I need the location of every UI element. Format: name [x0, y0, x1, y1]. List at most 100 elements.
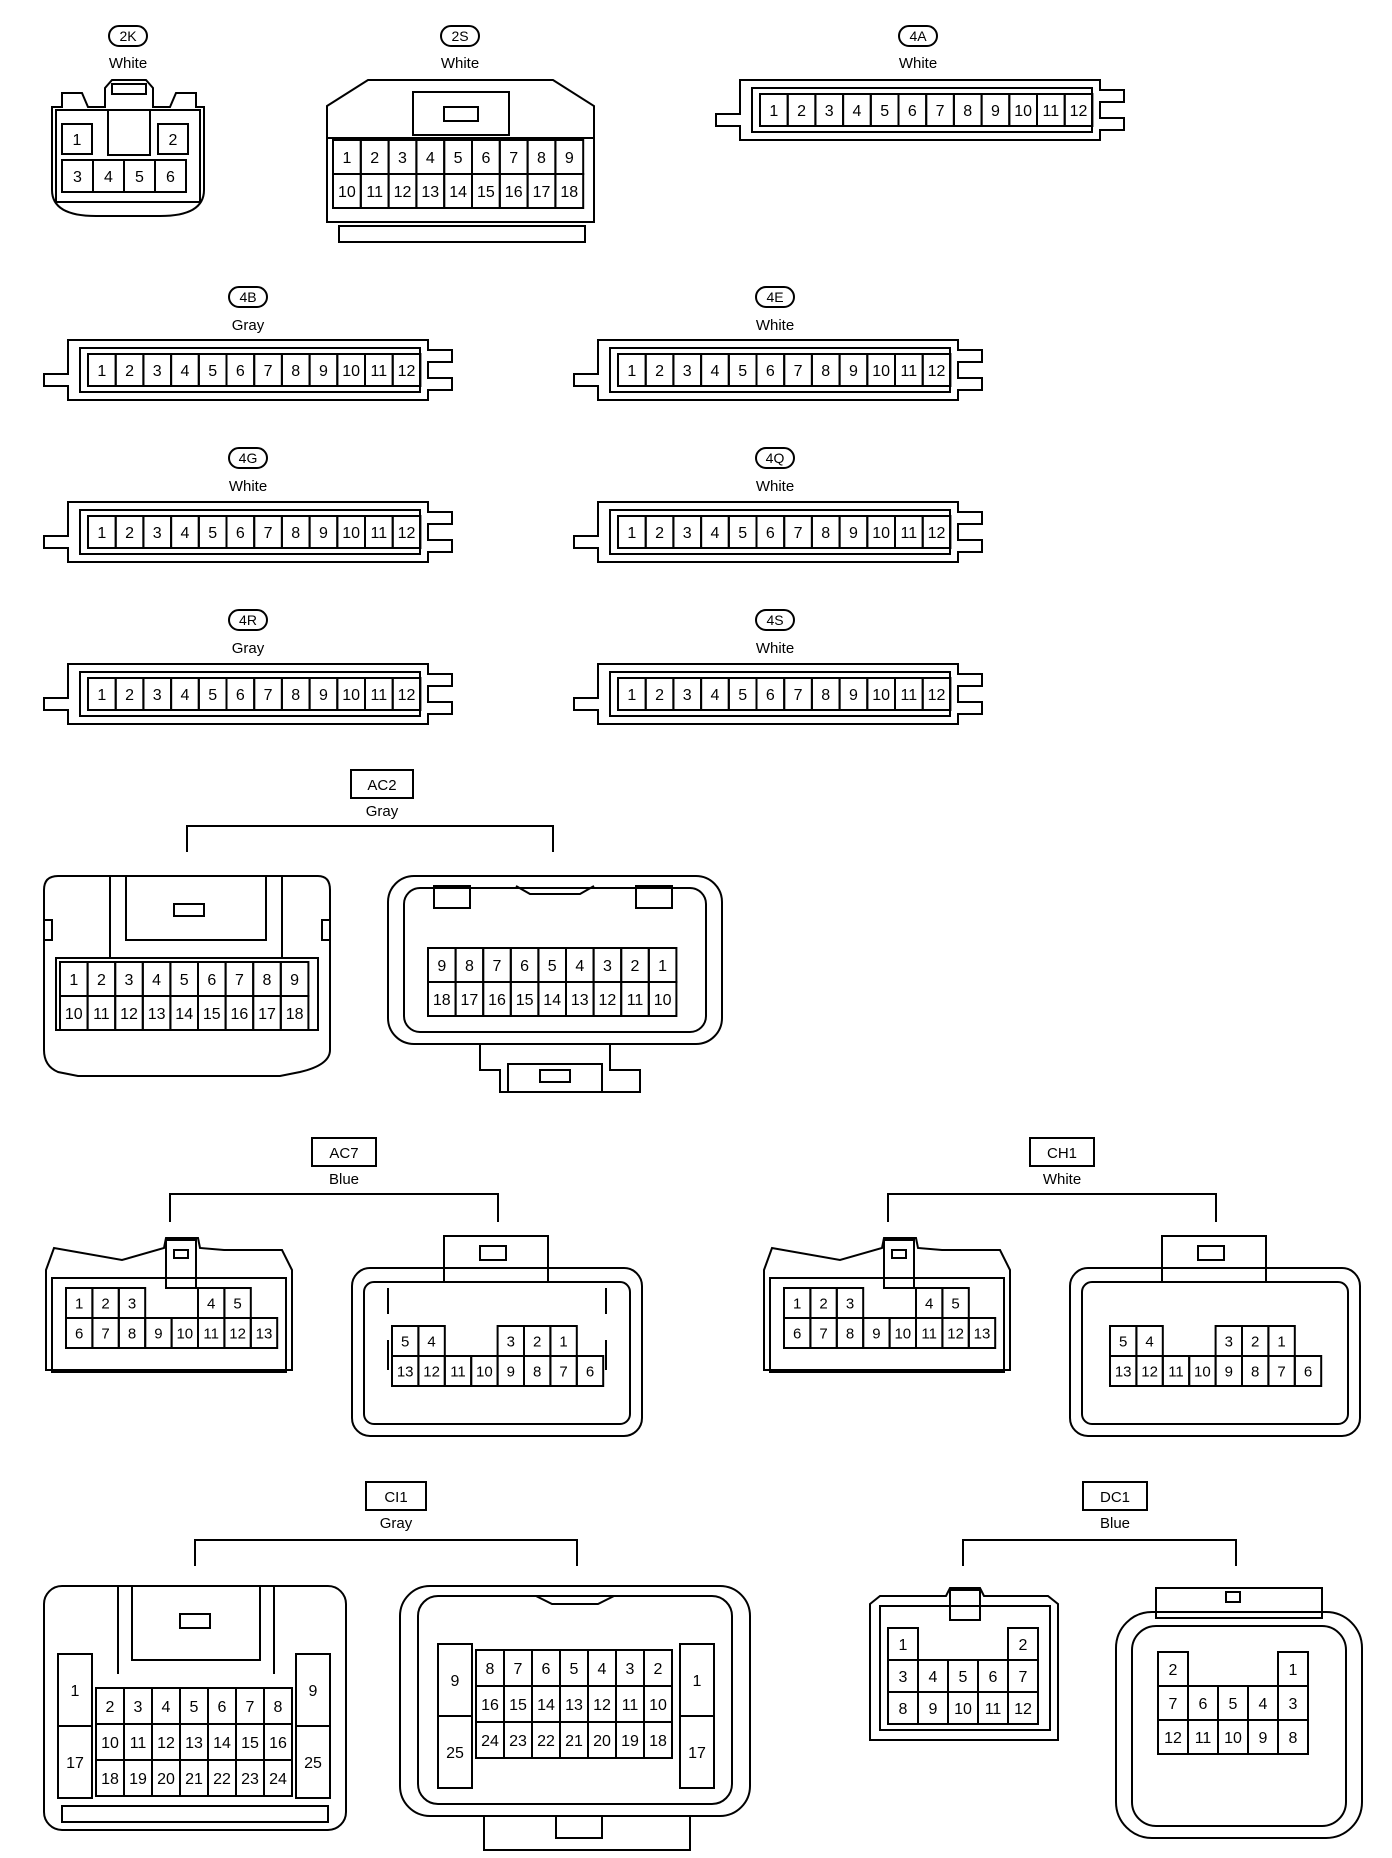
- connector-ch1-right-pin-label: 6: [1304, 1363, 1312, 1380]
- connector-4s-pin-label: 10: [872, 687, 890, 704]
- connector-2s-pin-label: 4: [426, 150, 435, 167]
- connector-ac2-left-pin-label: 3: [125, 972, 134, 989]
- connector-ac7-left-cavity: [249, 1317, 279, 1349]
- connector-ci1-left-side-a-pins: 117: [57, 1653, 93, 1799]
- connector-ac7-left-pin-label: 8: [128, 1325, 136, 1342]
- connector-ac2-left-pin-label: 2: [97, 972, 106, 989]
- connector-2s-pin-label: 8: [537, 150, 546, 167]
- svg-text:White: White: [109, 55, 147, 72]
- connector-dc1-left-pin-label: 3: [899, 1669, 908, 1686]
- connector-ci1-left-pin-label: 24: [269, 1771, 287, 1788]
- connector-ac7-left-body: [45, 1237, 293, 1373]
- connector-ac2-left-pin-label: 6: [207, 972, 216, 989]
- connector-4e-pin-label: 2: [655, 363, 664, 380]
- connector-ch1-left-pin-label: 4: [925, 1295, 933, 1312]
- svg-text:Gray: Gray: [232, 640, 265, 657]
- connector-2k-top2-pins: 2: [157, 123, 189, 155]
- connector-2s-pin-label: 16: [505, 184, 523, 201]
- svg-text:DC1: DC1: [1100, 1489, 1130, 1506]
- connector-ch1-right-pin-label: 1: [1277, 1333, 1285, 1350]
- connector-ac7-right-pin-label: 11: [450, 1363, 466, 1380]
- connector-4a-pin-label: 4: [852, 103, 861, 120]
- connector-dc1-left-pin-label: 10: [954, 1701, 972, 1718]
- connector-ch1-left-pin-label: 3: [846, 1295, 854, 1312]
- connector-ci1-right-pin-label: 7: [514, 1661, 523, 1678]
- connector-4g-pin-label: 6: [236, 525, 245, 542]
- connector-4q-pin-label: 8: [821, 525, 830, 542]
- connector-4e-pin-label: 3: [683, 363, 692, 380]
- connector-4a-pin-label: 1: [769, 103, 778, 120]
- connector-ac2-right-body: [387, 875, 723, 1093]
- connector-ci1-right-pin-label: 18: [649, 1733, 667, 1750]
- connector-4q-pin-label: 1: [627, 525, 636, 542]
- connector-4s-pin-label: 12: [928, 687, 946, 704]
- svg-text:White: White: [899, 55, 937, 72]
- svg-text:White: White: [229, 478, 267, 495]
- connector-4q-pin-label: 5: [738, 525, 747, 542]
- connector-dc1-right-pin-label: 8: [1289, 1730, 1298, 1747]
- connector-ci1-left-pin-label: 12: [157, 1735, 175, 1752]
- connector-4b-pin-label: 2: [125, 363, 134, 380]
- connector-4r-pin-label: 2: [125, 687, 134, 704]
- connector-ci1-right-side-b-pin-label: 17: [688, 1745, 706, 1762]
- connector-ac7-left-pin-label: 10: [176, 1325, 193, 1342]
- connector-ac7-left-pin-label: 2: [101, 1295, 109, 1312]
- connector-dc1-right-pin-label: 12: [1164, 1730, 1182, 1747]
- connector-ci1-right-pin-label: 2: [654, 1661, 663, 1678]
- connector-2s-pin-label: 7: [509, 150, 518, 167]
- connector-4g-pin-label: 7: [264, 525, 273, 542]
- connector-2k-top-cavity: [61, 123, 93, 155]
- connector-ci1-right-pin-label: 14: [537, 1697, 555, 1714]
- connector-dc1-right-pin-label: 4: [1259, 1696, 1268, 1713]
- connector-ac7-right-pin-label: 7: [559, 1363, 567, 1380]
- connector-ci1-left-pin-label: 3: [134, 1699, 143, 1716]
- connector-ch1-right-pin-label: 4: [1145, 1333, 1153, 1350]
- connector-ch1-right-pin-label: 12: [1141, 1363, 1158, 1380]
- connector-2k-top-pin-label: 1: [73, 132, 82, 149]
- connector-ci1-right-pin-label: 20: [593, 1733, 611, 1750]
- connector-4a-pin-label: 6: [908, 103, 917, 120]
- connector-ci1-right-side-b-pin-label: 1: [693, 1673, 702, 1690]
- connector-ci1-right-side-a-pins: 925: [437, 1643, 473, 1789]
- svg-text:Gray: Gray: [380, 1515, 413, 1532]
- connector-4q-pin-label: 6: [766, 525, 775, 542]
- connector-dc1-left-pin-label: 5: [959, 1669, 968, 1686]
- connector-ch1-left-cavity: [967, 1317, 997, 1349]
- connector-ci1-left-side-b-pins: 925: [295, 1653, 331, 1799]
- connector-2s-pin-label: 5: [454, 150, 463, 167]
- connector-ci1-left-pin-label: 14: [213, 1735, 231, 1752]
- connector-4e-pin-label: 9: [849, 363, 858, 380]
- connector-ac2-right-pin-label: 7: [493, 958, 502, 975]
- connector-2k-top2-pin-label: 2: [169, 132, 178, 149]
- connector-4r-pin-label: 3: [153, 687, 162, 704]
- connector-2k-bottom-cavity: [154, 159, 187, 193]
- connector-dc1-left-pin-label: 11: [985, 1701, 1002, 1718]
- svg-text:4R: 4R: [239, 612, 257, 628]
- connector-ci1-right-pin-label: 10: [649, 1697, 667, 1714]
- connector-4e-pin-label: 1: [627, 363, 636, 380]
- connector-ac7-right-pin-label: 3: [507, 1333, 515, 1350]
- connector-2s-pin-label: 3: [398, 150, 407, 167]
- connector-ci1-left-pin-label: 22: [213, 1771, 231, 1788]
- connector-4e-pin-label: 6: [766, 363, 775, 380]
- connector-ci1-left-pin-label: 20: [157, 1771, 175, 1788]
- connector-2s-pin-label: 10: [338, 184, 356, 201]
- connector-ch1-left-pin-label: 10: [894, 1325, 911, 1342]
- connector-ac2-right-pin-label: 8: [465, 958, 474, 975]
- connector-4q-pin-label: 4: [710, 525, 719, 542]
- connector-ac2-right-pin-label: 6: [520, 958, 529, 975]
- connector-4e-pin-label: 11: [901, 363, 918, 380]
- connector-4b-pin-label: 3: [153, 363, 162, 380]
- connector-ci1-left-side-a-pin-label: 17: [66, 1755, 84, 1772]
- connector-2k-top2-cavity: [157, 123, 189, 155]
- connector-ci1-right-pin-label: 24: [481, 1733, 499, 1750]
- connector-4g-cavity: [391, 515, 422, 549]
- connector-ci1-right-pin-label: 16: [481, 1697, 499, 1714]
- connector-ac7-left-pin-label: 6: [75, 1325, 83, 1342]
- connector-dc1-left-pin-label: 7: [1019, 1669, 1028, 1686]
